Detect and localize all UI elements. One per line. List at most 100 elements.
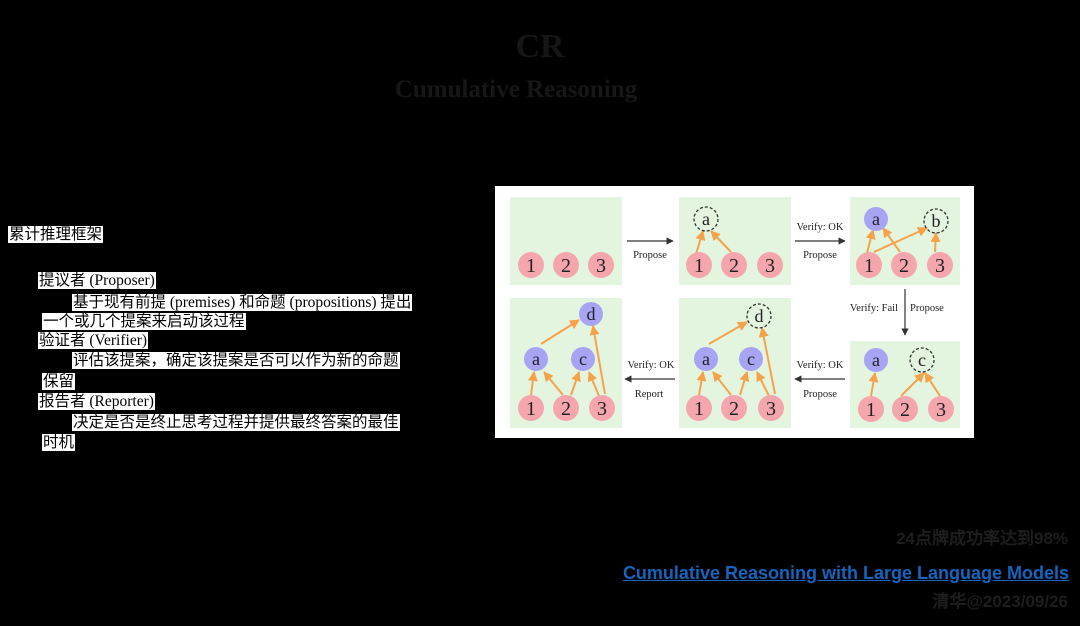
verifier-desc-line1-text: 评估该提案，确定该提案是否可以作为新的命题 (72, 352, 400, 369)
premise-node (553, 395, 579, 421)
premise-node (686, 395, 712, 421)
reporter-desc-line2-text: 时机 (42, 434, 76, 451)
proposer-title-text: 提议者 (Proposer) (38, 272, 156, 289)
premise-label: 2 (729, 255, 739, 277)
edge (696, 371, 707, 396)
premise-label: 3 (936, 399, 946, 421)
proposition-node (864, 348, 888, 372)
flow-label: Verify: OK (628, 360, 675, 371)
candidate-node (693, 206, 719, 232)
verifier-title-text: 验证者 (Verifier) (38, 332, 149, 349)
proposition-node (571, 347, 595, 371)
edge (589, 325, 606, 395)
flow-label: Verify: OK (797, 360, 844, 371)
edge (756, 371, 770, 397)
candidate-node (909, 347, 935, 373)
edge (873, 227, 928, 253)
framework-heading: 累计推理框架 (8, 224, 104, 244)
proposer-title: 提议者 (Proposer) (38, 270, 156, 290)
reporter-desc-line2: 时机 (42, 432, 76, 452)
verifier-desc-line2-text: 保留 (42, 373, 76, 390)
edge (708, 321, 748, 345)
proposition-label: c (579, 349, 587, 369)
proposition-node (524, 347, 548, 371)
proposer-desc-line1: 基于现有前提 (premises) 和命题 (propositions) 提出 (72, 292, 413, 312)
edge (739, 371, 750, 396)
premise-label: 1 (866, 399, 876, 421)
edge (570, 371, 581, 396)
premise-label: 2 (729, 398, 739, 420)
proposition-label: b (932, 211, 941, 231)
premise-label: 1 (526, 255, 536, 277)
premise-node (758, 395, 784, 421)
success-rate-note: 24点牌成功率达到98% (896, 529, 1068, 548)
premise-label: 1 (526, 398, 536, 420)
premise-label: 1 (694, 398, 704, 420)
edge (882, 227, 901, 253)
premise-node (858, 396, 884, 422)
edge (868, 372, 879, 397)
proposer-desc-line2: 一个或几个提案来启动该过程 (42, 311, 246, 331)
proposition-label: a (532, 349, 540, 369)
flow-label: Propose (803, 250, 837, 261)
page-subtitle: Cumulative Reasoning (394, 76, 638, 103)
premise-label: 3 (596, 255, 606, 277)
framework-heading-text: 累计推理框架 (8, 226, 104, 243)
premise-node (518, 395, 544, 421)
premise-label: 2 (561, 255, 571, 277)
reporter-title-text: 报告者 (Reporter) (38, 393, 155, 410)
premise-label: 3 (765, 255, 775, 277)
premise-label: 1 (694, 255, 704, 277)
proposition-label: d (587, 304, 596, 324)
flow-label: Verify: Fail (850, 303, 898, 314)
premise-label: 2 (899, 255, 909, 277)
edge (900, 372, 925, 397)
premise-label: 3 (766, 398, 776, 420)
proposition-node (694, 347, 718, 371)
cumulative-reasoning-diagram: 1 2 3 1 2 3 a 1 2 3 a b 1 2 3 a c d (495, 186, 974, 438)
proposition-label: a (702, 349, 710, 369)
premise-node (757, 252, 783, 278)
proposition-label: a (702, 209, 710, 229)
proposition-node (579, 302, 603, 326)
premise-node (856, 252, 882, 278)
edge (710, 230, 732, 253)
flow-label: Propose (803, 389, 837, 400)
reporter-title: 报告者 (Reporter) (38, 391, 155, 411)
edge (540, 319, 580, 345)
edge (758, 327, 776, 395)
proposition-label: a (872, 350, 880, 370)
proposition-label: a (872, 209, 880, 229)
premise-label: 3 (935, 255, 945, 277)
premise-label: 2 (561, 398, 571, 420)
premise-node (927, 252, 953, 278)
edge (543, 371, 564, 396)
verifier-title: 验证者 (Verifier) (38, 330, 149, 350)
premise-node (518, 252, 544, 278)
premise-label: 3 (597, 398, 607, 420)
proposition-label: c (918, 350, 926, 370)
edge (527, 371, 538, 396)
byline: 清华@2023/09/26 (932, 592, 1068, 611)
edge (695, 230, 706, 255)
proposition-label: d (755, 306, 764, 326)
paper-link[interactable]: Cumulative Reasoning with Large Language… (622, 563, 1069, 583)
edge (865, 229, 876, 254)
reporter-desc-line1: 决定是否是终止思考过程并提供最终答案的最佳 (72, 412, 400, 432)
proposer-desc-line2-text: 一个或几个提案来启动该过程 (42, 313, 246, 330)
candidate-node (923, 208, 949, 234)
verifier-desc-line2: 保留 (42, 371, 76, 391)
premise-node (553, 252, 579, 278)
premise-node (721, 252, 747, 278)
edge (930, 232, 941, 253)
reporter-desc-line1-text: 决定是否是终止思考过程并提供最终答案的最佳 (72, 414, 400, 431)
flow-label: Propose (633, 250, 667, 261)
premise-label: 1 (864, 255, 874, 277)
proposer-desc-line1-text: 基于现有前提 (premises) 和命题 (propositions) 提出 (72, 294, 413, 311)
flow-label: Propose (910, 303, 944, 314)
proposition-node (739, 347, 763, 371)
premise-node (891, 252, 917, 278)
edge (587, 371, 600, 397)
premise-node (589, 395, 615, 421)
proposition-label: c (747, 349, 755, 369)
